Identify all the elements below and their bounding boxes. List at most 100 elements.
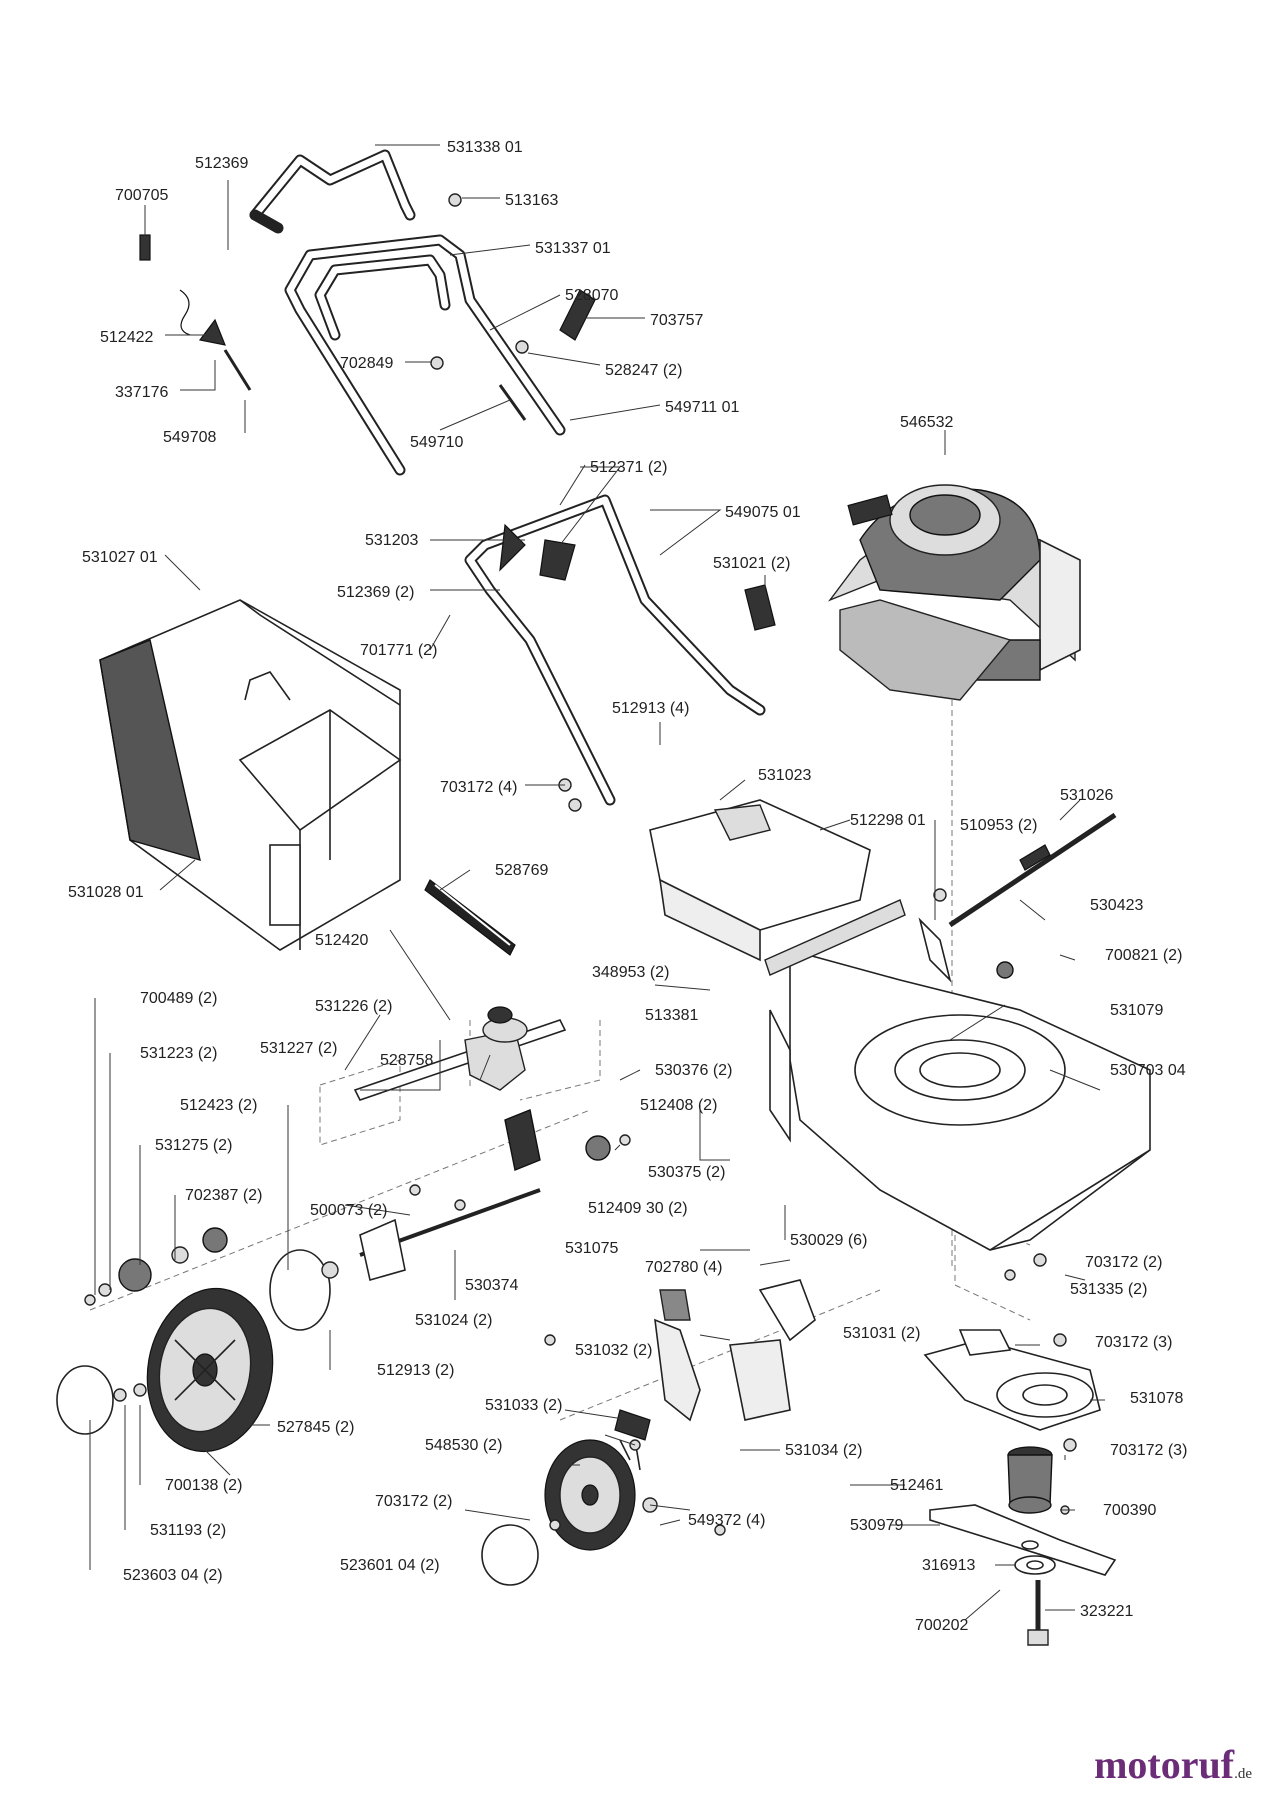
brand-main: motoruf xyxy=(1094,1742,1235,1787)
label-531024-2: 531024 (2) xyxy=(415,1312,492,1329)
label-500073-2: 500073 (2) xyxy=(310,1202,387,1219)
label-531079: 531079 xyxy=(1110,1002,1163,1019)
label-549075-01: 549075 01 xyxy=(725,504,801,521)
transmission xyxy=(353,1006,567,1171)
label-512423-2: 512423 (2) xyxy=(180,1097,257,1114)
label-530374: 530374 xyxy=(465,1277,518,1294)
label-531226-2: 531226 (2) xyxy=(315,998,392,1015)
label-513163: 513163 xyxy=(505,192,558,209)
label-530376-2: 530376 (2) xyxy=(655,1062,732,1079)
small-nuts-bolts xyxy=(84,193,1077,1536)
label-531032-2: 531032 (2) xyxy=(575,1342,652,1359)
label-528247-2: 528247 (2) xyxy=(605,362,682,379)
lever-clip xyxy=(744,584,776,631)
label-512461: 512461 xyxy=(890,1477,943,1494)
front-wheel xyxy=(544,1439,636,1551)
label-531023: 531023 xyxy=(758,767,811,784)
label-348953-2: 348953 (2) xyxy=(592,964,669,981)
label-512369-2: 512369 (2) xyxy=(337,584,414,601)
label-531193-2: 531193 (2) xyxy=(150,1522,226,1539)
label-700821-2: 700821 (2) xyxy=(1105,947,1182,964)
rear-axle xyxy=(948,812,1117,928)
label-531275-2: 531275 (2) xyxy=(155,1137,232,1154)
label-531335-2: 531335 (2) xyxy=(1070,1281,1147,1298)
label-528769: 528769 xyxy=(495,862,548,879)
label-530423: 530423 xyxy=(1090,897,1143,914)
blade-bolt xyxy=(1027,1580,1049,1646)
blade-adapter xyxy=(1007,1446,1053,1514)
label-700138-2: 700138 (2) xyxy=(165,1477,242,1494)
label-531027-01: 531027 01 xyxy=(82,549,158,566)
label-512913-2: 512913 (2) xyxy=(377,1362,454,1379)
lower-handle-bar xyxy=(464,494,766,806)
label-530979: 530979 xyxy=(850,1517,903,1534)
label-531337-01: 531337 01 xyxy=(535,240,611,257)
label-531031-2: 531031 (2) xyxy=(843,1325,920,1342)
brand-suffix: .de xyxy=(1234,1766,1252,1782)
label-702849: 702849 xyxy=(340,355,393,372)
label-512408-2: 512408 (2) xyxy=(640,1097,717,1114)
height-adjusters xyxy=(614,1279,816,1471)
label-548530-2: 548530 (2) xyxy=(425,1437,502,1454)
label-531203: 531203 xyxy=(365,532,418,549)
label-523601-04-2: 523601 04 (2) xyxy=(340,1557,440,1574)
leader-lines xyxy=(89,144,1105,1621)
label-700489-2: 700489 (2) xyxy=(140,990,217,1007)
label-700390: 700390 xyxy=(1103,1502,1156,1519)
label-549710: 549710 xyxy=(410,434,463,451)
hubcap-front xyxy=(481,1524,539,1586)
label-512913-4: 512913 (4) xyxy=(612,700,689,717)
label-527845-2: 527845 (2) xyxy=(277,1419,354,1436)
label-531338-01: 531338 01 xyxy=(447,139,523,156)
label-531075: 531075 xyxy=(565,1240,618,1257)
label-549372-4: 549372 (4) xyxy=(688,1512,765,1529)
motoruf-watermark[interactable]: motoruf.de xyxy=(1094,1741,1252,1788)
label-316913: 316913 xyxy=(922,1557,975,1574)
upper-handle-bar xyxy=(284,234,566,476)
rear-flap xyxy=(764,899,906,976)
label-549711-01: 549711 01 xyxy=(665,399,740,416)
label-512369: 512369 xyxy=(195,155,248,172)
label-531227-2: 531227 (2) xyxy=(260,1040,337,1057)
label-546532: 546532 xyxy=(900,414,953,431)
label-703172-2-b: 703172 (2) xyxy=(375,1493,452,1510)
label-530375-2: 530375 (2) xyxy=(648,1164,725,1181)
label-702780-4: 702780 (4) xyxy=(645,1259,722,1276)
mower-deck xyxy=(769,917,1151,1251)
label-323221: 323221 xyxy=(1080,1603,1133,1620)
label-531078: 531078 xyxy=(1130,1390,1183,1407)
label-531021-2: 531021 (2) xyxy=(713,555,790,572)
label-512409-30-2: 512409 30 (2) xyxy=(588,1200,688,1217)
label-528758: 528758 xyxy=(380,1052,433,1069)
label-530703-04: 530703 04 xyxy=(1110,1062,1186,1079)
label-531026: 531026 xyxy=(1060,787,1113,804)
label-531033-2: 531033 (2) xyxy=(485,1397,562,1414)
label-703757: 703757 xyxy=(650,312,703,329)
label-530029-6: 530029 (6) xyxy=(790,1232,867,1249)
label-512298-01: 512298 01 xyxy=(850,812,926,829)
hubcap-rear xyxy=(56,1365,114,1435)
cable-guide-rod xyxy=(249,149,416,234)
label-531028-01: 531028 01 xyxy=(68,884,144,901)
label-531223-2: 531223 (2) xyxy=(140,1045,217,1062)
grass-catcher xyxy=(99,599,402,951)
label-700705: 700705 xyxy=(115,187,168,204)
drive-belt xyxy=(424,879,516,956)
label-337176: 337176 xyxy=(115,384,168,401)
label-702387-2: 702387 (2) xyxy=(185,1187,262,1204)
label-513381: 513381 xyxy=(645,1007,698,1024)
wheel-disc xyxy=(269,1249,331,1331)
label-528070: 528070 xyxy=(565,287,618,304)
label-510953-2: 510953 (2) xyxy=(960,817,1037,834)
label-703172-3-b: 703172 (3) xyxy=(1110,1442,1187,1459)
label-512422: 512422 xyxy=(100,329,153,346)
washer-hole xyxy=(1026,1560,1044,1570)
label-700202: 700202 xyxy=(915,1617,968,1634)
label-531034-2: 531034 (2) xyxy=(785,1442,862,1459)
label-512371-2: 512371 (2) xyxy=(590,459,667,476)
label-523603-04-2: 523603 04 (2) xyxy=(123,1567,223,1584)
label-549708: 549708 xyxy=(163,429,216,446)
blade-holder xyxy=(923,1329,1101,1431)
part-labels: 531338 01 512369 513163 700705 531337 01… xyxy=(68,139,1187,1634)
